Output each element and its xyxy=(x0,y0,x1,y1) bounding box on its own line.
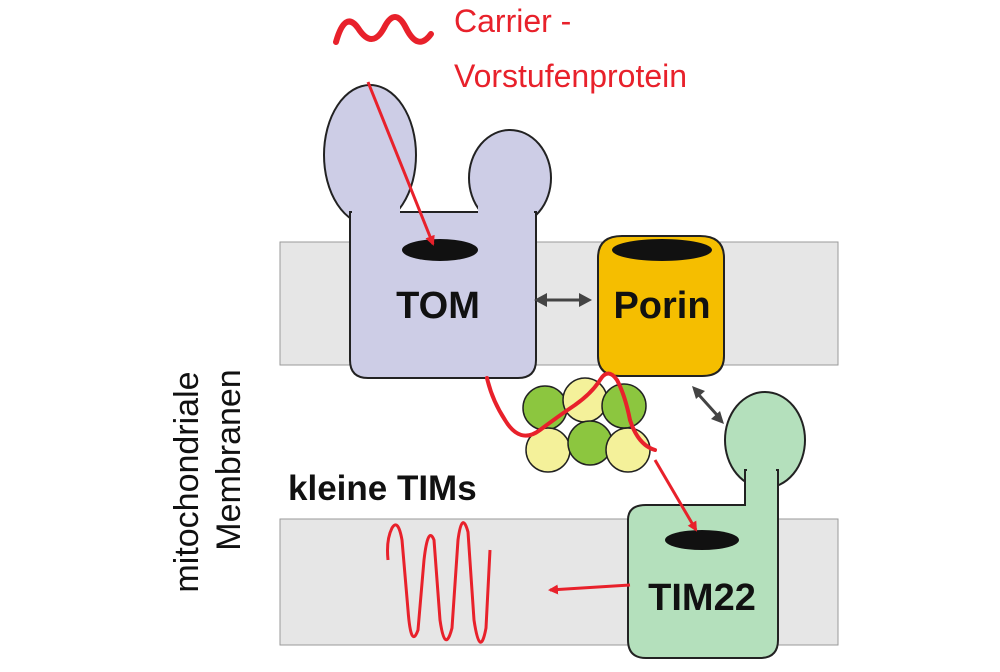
inserted-carrier-protein xyxy=(386,521,492,644)
carrier-precursor-squiggle xyxy=(333,14,434,45)
membranes-label-line1: mitochondriale xyxy=(168,371,206,592)
tim22-pore xyxy=(665,530,739,550)
tim22-complex: TIM22 xyxy=(627,391,806,659)
carrier-label-line2: Vorstufenprotein xyxy=(454,58,687,94)
porin-channel: Porin xyxy=(597,235,725,377)
tom-complex: TOM xyxy=(323,84,552,379)
carrier-label-line1: Carrier - xyxy=(454,3,571,39)
porin-pore xyxy=(612,239,712,261)
porin-label: Porin xyxy=(613,285,710,327)
arrow-to-tom xyxy=(366,81,435,246)
arrow-tim22-to-membrane xyxy=(548,583,631,595)
precursor-protein-path xyxy=(485,371,657,452)
arrow-to-tim22 xyxy=(653,459,698,532)
tom-label: TOM xyxy=(396,285,480,327)
small-tims-label: kleine TIMs xyxy=(288,469,477,508)
porin-tim22-interaction-arrow xyxy=(692,386,724,424)
tom-porin-interaction-arrow xyxy=(534,293,592,307)
tom-pore xyxy=(402,239,478,261)
membranes-label-line2: Membranen xyxy=(210,369,248,550)
tim22-label: TIM22 xyxy=(648,577,756,619)
